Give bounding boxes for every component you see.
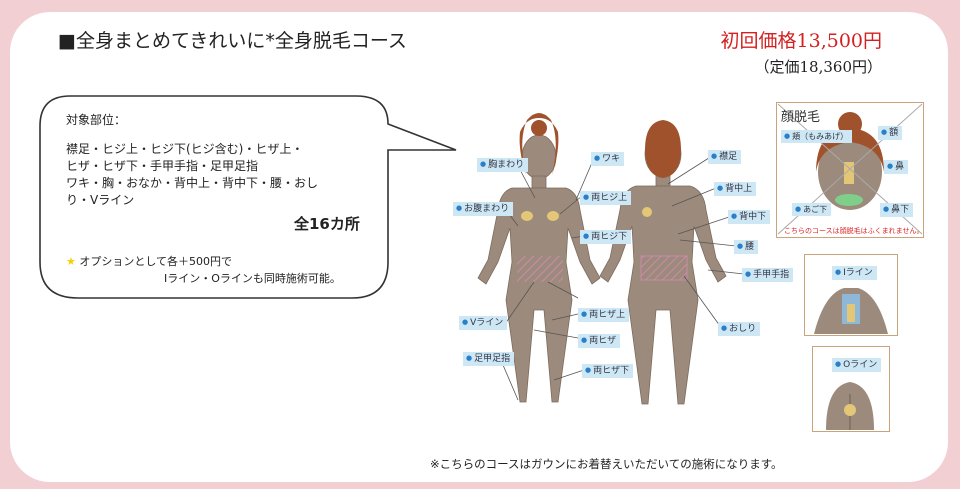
- i-line-illustration: [814, 288, 888, 334]
- label-nose: 鼻: [884, 160, 909, 174]
- label-armpit: ワキ: [591, 152, 625, 166]
- label-upper-back: 背中上: [714, 182, 757, 196]
- footer-note: ※こちらのコースはガウンにお着替えいただいての施術になります。: [430, 457, 783, 471]
- label-knee: 両ヒザ: [578, 334, 621, 348]
- label-under-nose: 鼻下: [880, 203, 914, 217]
- first-price: 初回価格13,500円: [720, 30, 882, 52]
- parts-heading: 対象部位：: [66, 113, 127, 127]
- star-icon: ★: [66, 255, 76, 268]
- armpit-mark: [642, 207, 652, 217]
- regular-price: （定価18,360円）: [754, 58, 883, 76]
- armpit-mark: [547, 211, 559, 221]
- parts-count: 全16カ所: [294, 215, 360, 233]
- label-hands: 手甲手指: [742, 268, 794, 282]
- label-upper-knee: 両ヒザ上: [578, 308, 630, 322]
- armpit-mark: [521, 211, 533, 221]
- label-lower-elbow: 両ヒジ下: [580, 230, 632, 244]
- label-v-line: Vライン: [459, 316, 508, 330]
- label-lower-knee: 両ヒザ下: [582, 364, 634, 378]
- v-line-area: [517, 256, 563, 282]
- face-title: 顔脱毛: [781, 110, 821, 125]
- label-o-line: Oライン: [832, 358, 882, 372]
- label-forehead: 額: [878, 126, 903, 140]
- label-hips: おしり: [718, 322, 761, 336]
- parts-line: 襟足・ヒジ上・ヒジ下(ヒジ含む)・ヒザ上・: [66, 142, 304, 156]
- course-title: ■全身まとめてきれいに*全身脱毛コース: [58, 30, 407, 52]
- label-chest: 胸まわり: [477, 158, 529, 172]
- parts-line: ワキ・胸・おなか・背中上・背中下・腰・おし: [66, 176, 319, 190]
- label-nape: 襟足: [708, 150, 742, 164]
- label-lower-back: 背中下: [728, 210, 771, 224]
- label-upper-elbow: 両ヒジ上: [580, 191, 632, 205]
- hips-area: [640, 255, 688, 281]
- back-hair: [645, 120, 681, 178]
- target-parts: 対象部位： 襟足・ヒジ上・ヒジ下(ヒジ含む)・ヒザ上・ ヒザ・ヒザ下・手甲手指・…: [66, 112, 376, 233]
- face-note: こちらのコースは顔脱毛はふくまれません。: [784, 227, 924, 235]
- option-note: ★ オプションとして各＋500円で Iライン・Oラインも同時施術可能。: [66, 253, 341, 287]
- option-line: Iライン・Oラインも同時施術可能。: [164, 272, 341, 285]
- option-line: オプションとして各＋500円で: [79, 255, 233, 268]
- front-bun: [531, 120, 547, 136]
- label-toes: 足甲足指: [463, 352, 515, 366]
- label-i-line: Iライン: [832, 266, 877, 280]
- label-belly: お腹まわり: [453, 202, 514, 216]
- label-waist: 腰: [734, 240, 759, 254]
- parts-line: ヒザ・ヒザ下・手甲手指・足甲足指: [66, 159, 259, 173]
- label-cheek: 頬（もみあげ）: [781, 130, 853, 143]
- label-chin: あご下: [792, 203, 832, 216]
- o-line-illustration: [826, 382, 874, 430]
- parts-line: り・Vライン: [66, 193, 135, 207]
